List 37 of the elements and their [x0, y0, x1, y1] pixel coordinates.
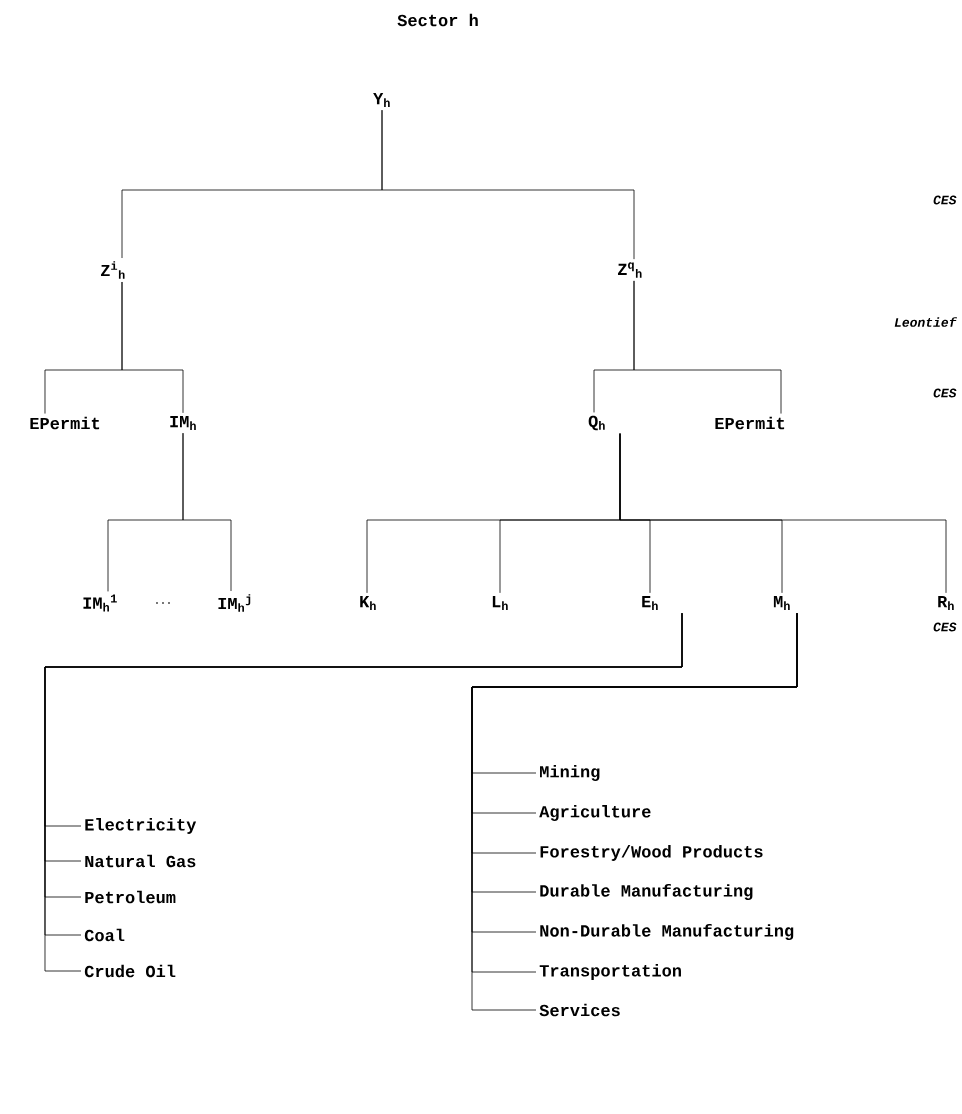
connector-line: [121, 281, 184, 414]
function-label: CES: [933, 195, 957, 205]
connector-line: [182, 432, 232, 592]
sector-label: Crude Oil: [84, 964, 176, 978]
sector-label: Transportation: [539, 964, 681, 980]
variable-label: Y$_{h}$: [373, 93, 390, 107]
title: Sector h: [397, 13, 478, 27]
sector-label: Mining: [540, 765, 600, 781]
variable-label: K$_{h}$: [360, 596, 376, 610]
function-label: Leontief: [894, 317, 957, 327]
variable-label: IM$_{h}$1: [83, 594, 117, 612]
sector-label: Services: [539, 1003, 620, 1017]
connector-line: [381, 109, 635, 260]
connector-line: [633, 280, 782, 414]
sector-label: Agriculture: [539, 805, 651, 821]
variable-label: IM$_{h}$j: [218, 594, 251, 612]
variable-label: E$_{h}$: [642, 596, 658, 610]
function-label: CES: [933, 388, 957, 398]
sector-label: Electricity: [85, 818, 197, 834]
sector-label: Petroleum: [85, 890, 176, 904]
variable-label: Z$^{i}$h: [101, 261, 125, 279]
variable-label: EPermit: [30, 416, 100, 430]
sector-label: Natural Gas: [85, 854, 196, 868]
ellipsis: ...: [156, 602, 170, 604]
variable-label: Q$_{h}$: [588, 415, 605, 431]
variable-label: M$_{h}$: [773, 596, 790, 610]
variable-label: R$_{h}$: [938, 596, 954, 610]
variable-label: EPermit: [715, 416, 785, 430]
connector-line: [619, 433, 947, 594]
sector-label: Forestry/Wood Products: [540, 845, 763, 861]
sector-label: Coal: [84, 928, 125, 942]
sector-label: Durable Manufacturing: [540, 883, 753, 901]
variable-label: IM$_{h}$: [170, 416, 196, 430]
sector-label: Non-Durable Manufacturing: [540, 923, 794, 941]
variable-label: Z$^{q}$h: [618, 262, 642, 278]
function-label: CES: [933, 622, 957, 632]
variable-label: L$_{h}$: [492, 596, 508, 610]
